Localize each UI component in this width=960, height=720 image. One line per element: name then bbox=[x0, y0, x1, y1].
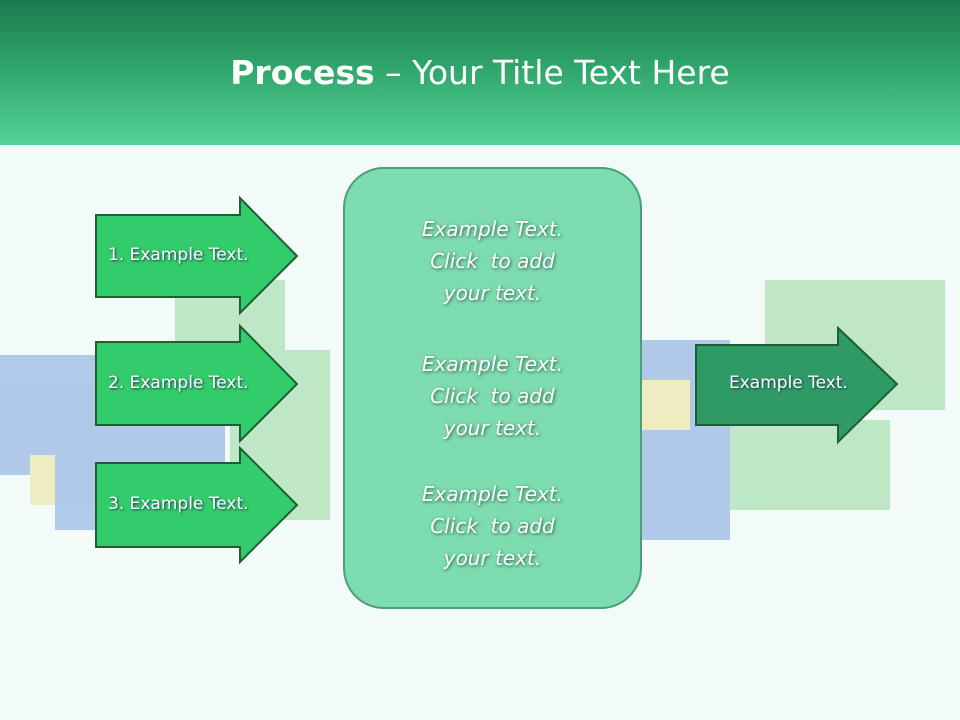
title-bold: Process bbox=[230, 53, 375, 92]
box-line: Click to add bbox=[430, 384, 555, 408]
step-label-1: 1. Example Text. bbox=[108, 245, 249, 265]
output-label: Example Text. bbox=[729, 373, 848, 393]
title-rest: – Your Title Text Here bbox=[374, 53, 730, 92]
box-line: Click to add bbox=[430, 249, 555, 273]
step-arrow-1[interactable] bbox=[95, 195, 299, 316]
step-label-3: 3. Example Text. bbox=[108, 494, 249, 514]
box-item-3[interactable]: Example Text. Click to add your text. bbox=[344, 478, 641, 574]
slide-title: Process – Your Title Text Here bbox=[0, 0, 960, 145]
box-item-1[interactable]: Example Text. Click to add your text. bbox=[344, 213, 641, 309]
box-line: your text. bbox=[443, 546, 542, 570]
box-line: Click to add bbox=[430, 514, 555, 538]
box-item-2[interactable]: Example Text. Click to add your text. bbox=[344, 348, 641, 444]
step-arrow-3[interactable] bbox=[95, 445, 299, 565]
center-box[interactable] bbox=[343, 167, 642, 609]
step-arrow-2[interactable] bbox=[95, 323, 299, 444]
box-line: your text. bbox=[443, 416, 542, 440]
box-line: Example Text. bbox=[421, 217, 564, 241]
output-arrow[interactable] bbox=[695, 325, 899, 445]
box-line: your text. bbox=[443, 281, 542, 305]
box-line: Example Text. bbox=[421, 482, 564, 506]
box-line: Example Text. bbox=[421, 352, 564, 376]
step-label-2: 2. Example Text. bbox=[108, 373, 249, 393]
